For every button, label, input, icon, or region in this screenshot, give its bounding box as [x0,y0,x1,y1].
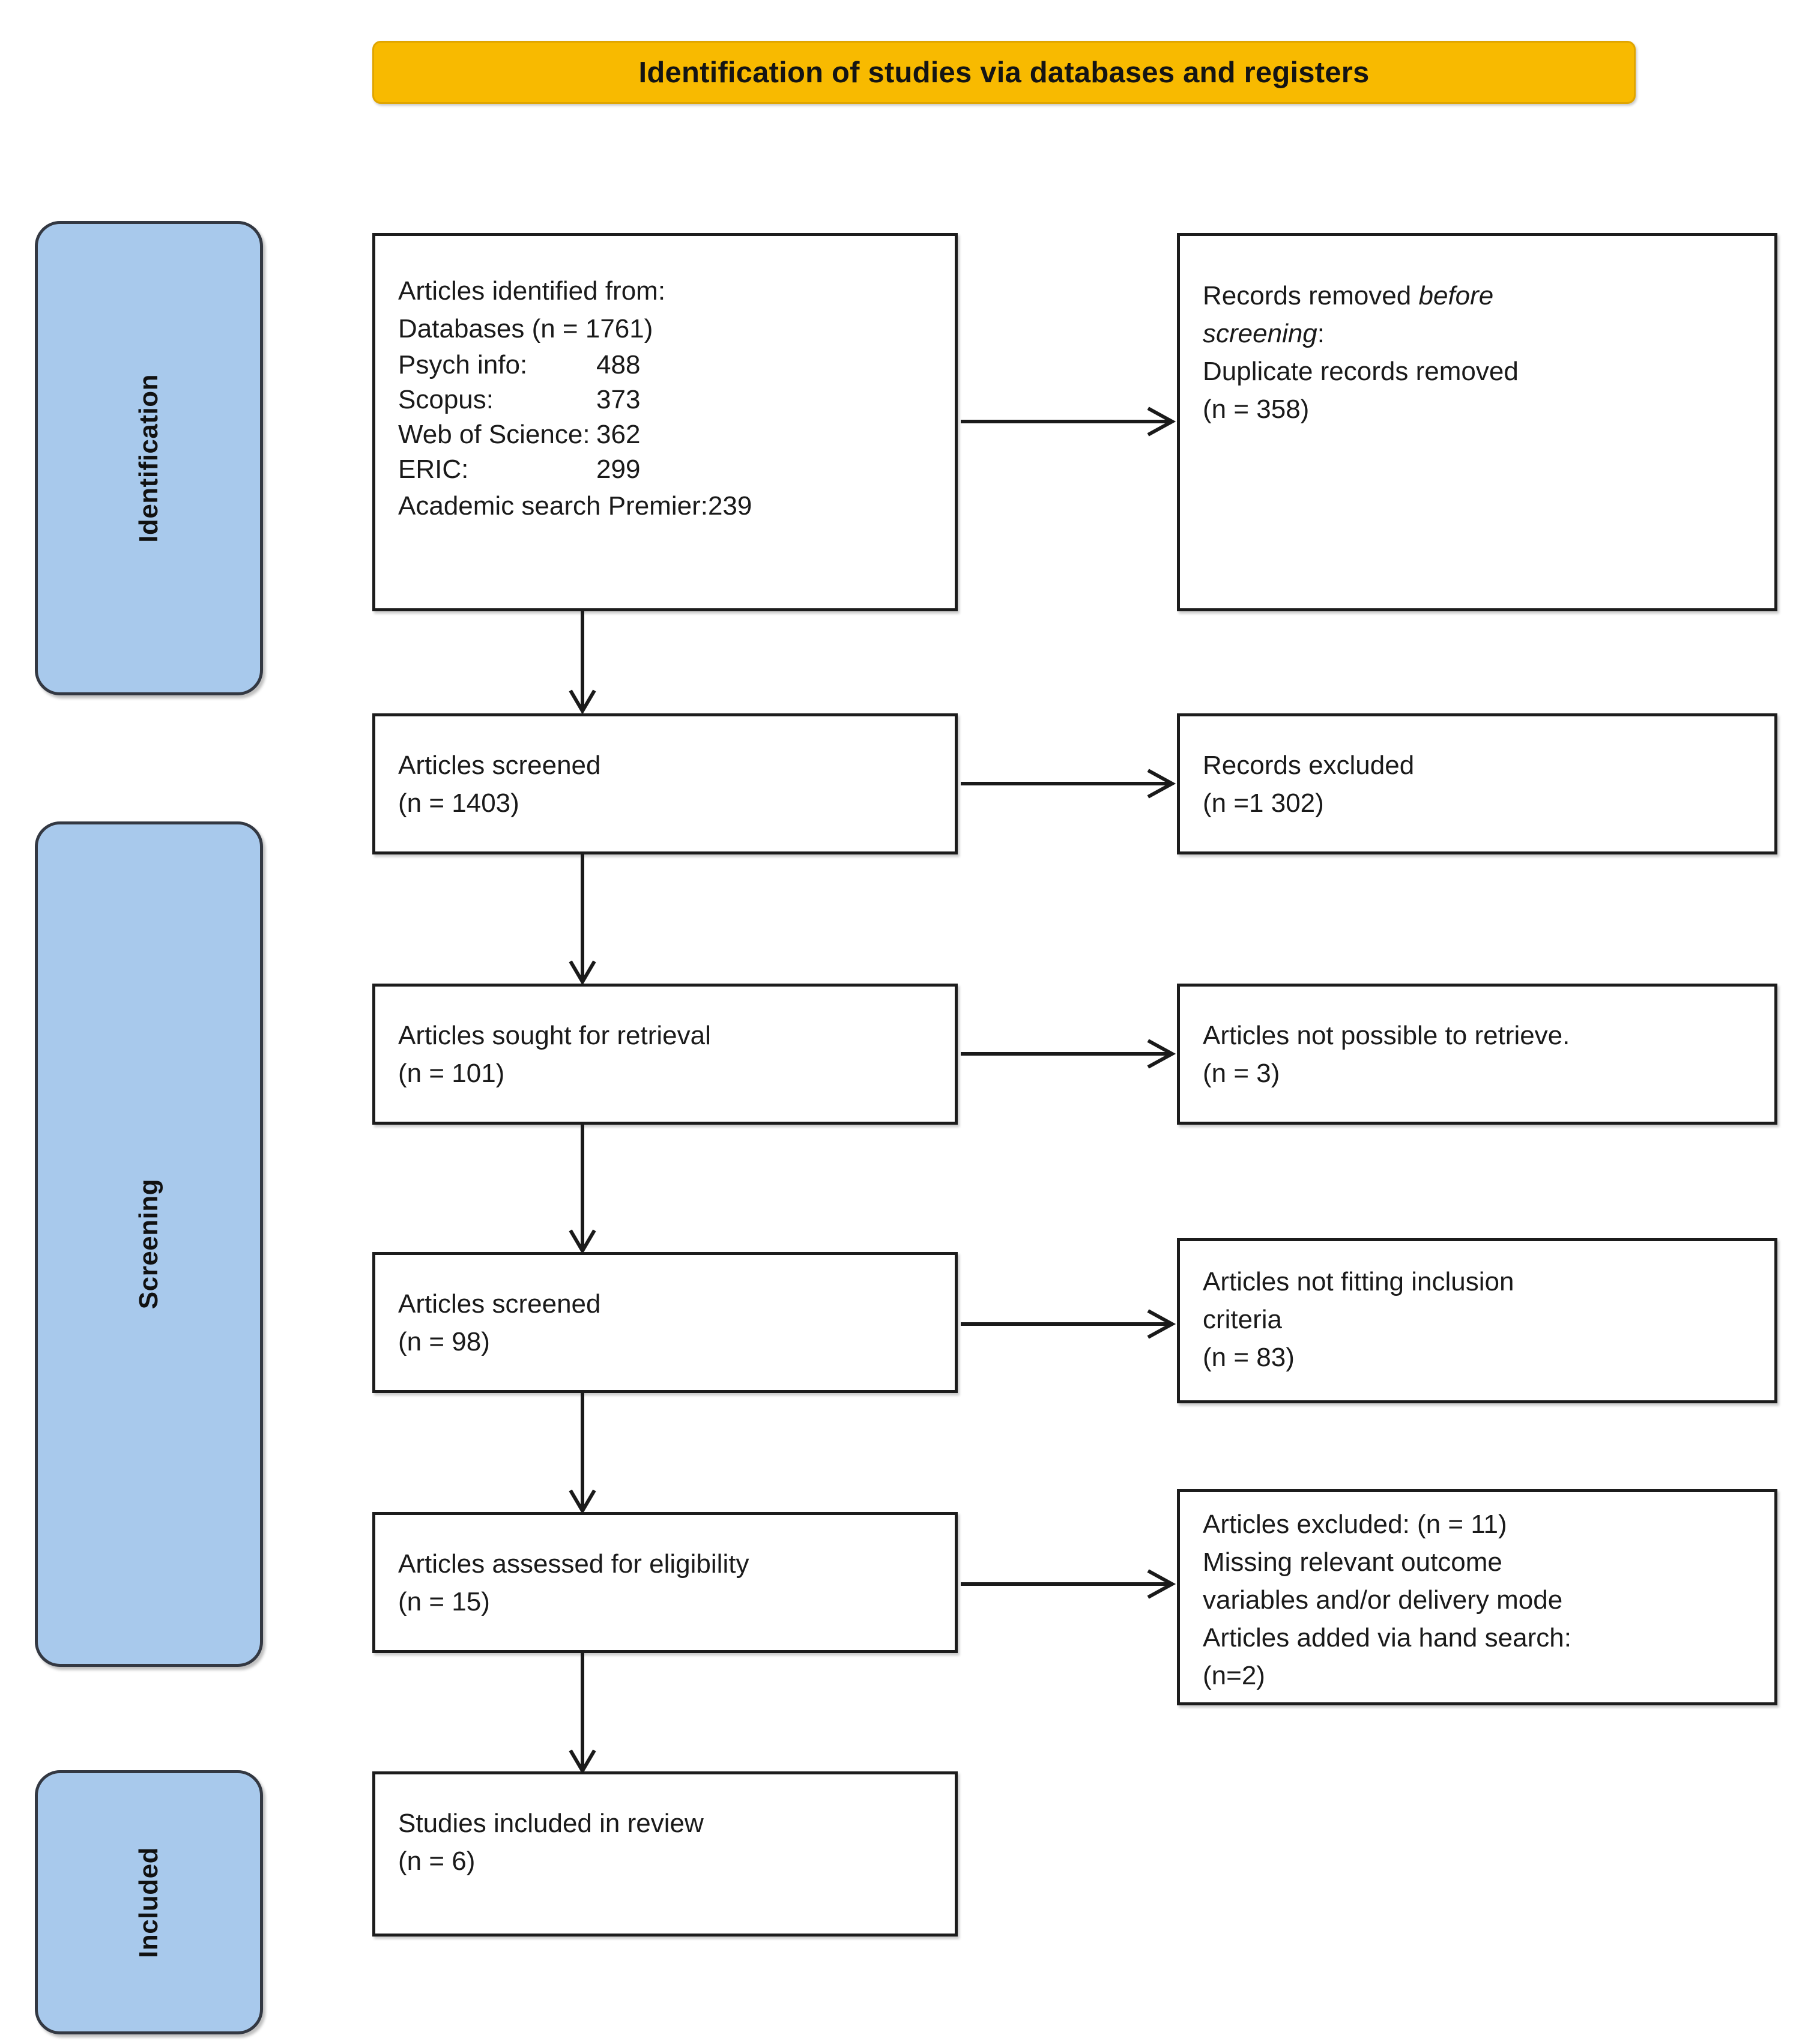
arrow-eligibility-to-excluded-2 [961,1566,1177,1602]
arrow-identified-to-screened-1 [564,611,600,715]
removed-before-em-before: before [1418,281,1494,310]
box-articles-not-fitting-inclusion-criteria: Articles not fitting inclusion criteria … [1177,1238,1777,1403]
not-retrieved-count: (n = 3) [1203,1059,1280,1088]
source-row-psychinfo: Psych info: 488 [398,348,940,382]
arrow-screened-2-to-not-fitting [961,1306,1177,1342]
box-studies-included-in-review: Studies included in review (n = 6) [372,1771,958,1937]
source-count-web-of-science: 362 [596,420,641,449]
removed-before-line-1: Records removed before [1203,277,1760,315]
stage-pill-identification: Identification [35,221,263,695]
arrow-screened-1-to-excluded [961,766,1177,802]
sought-label: Articles sought for retrieval [398,1021,711,1050]
excluded-2-line-4: Articles added via hand search: [1203,1623,1571,1652]
removed-before-line-3: Duplicate records removed [1203,357,1519,386]
identified-line-1: Articles identified from: [398,276,666,306]
box-records-removed-before-screening: Records removed before screening: Duplic… [1177,233,1777,611]
arrow-identified-to-removed-before [961,404,1177,440]
source-name-web-of-science: Web of Science: [398,420,590,449]
source-name-eric: ERIC: [398,455,469,484]
not-fitting-line-1: Articles not fitting inclusion [1203,1267,1514,1296]
arrow-sought-to-not-retrieved [961,1036,1177,1072]
stage-pill-included: Included [35,1770,263,2034]
box-articles-sought-for-retrieval: Articles sought for retrieval (n = 101) [372,984,958,1125]
not-retrieved-label: Articles not possible to retrieve. [1203,1021,1570,1050]
excluded-2-line-3: variables and/or delivery mode [1203,1585,1563,1615]
included-label: Studies included in review [398,1809,704,1838]
removed-before-line-4: (n = 358) [1203,395,1310,424]
box-articles-assessed-for-eligibility: Articles assessed for eligibility (n = 1… [372,1512,958,1653]
screened-2-count: (n = 98) [398,1327,490,1356]
identified-line-2: Databases (n = 1761) [398,314,653,343]
excluded-2-line-1: Articles excluded: (n = 11) [1203,1510,1507,1539]
source-row-scopus: Scopus: 373 [398,382,940,417]
arrow-screened-2-to-eligibility [564,1393,600,1514]
eligibility-count: (n = 15) [398,1587,490,1616]
stage-pill-screening: Screening [35,821,263,1667]
box-articles-screened-2: Articles screened (n = 98) [372,1252,958,1393]
arrow-eligibility-to-included [564,1653,600,1774]
source-row-web-of-science: Web of Science: 362 [398,417,940,452]
source-name-scopus: Scopus: [398,385,494,414]
removed-before-line-2: screening: [1203,315,1760,352]
stage-label-screening: Screening [134,1179,163,1310]
removed-before-em-screening: screening [1203,319,1317,348]
source-count-scopus: 373 [596,385,641,414]
not-fitting-line-2: criteria [1203,1305,1283,1334]
arrow-screened-1-to-sought [564,854,600,985]
source-count-eric: 299 [596,455,641,484]
arrow-sought-to-screened-2 [564,1125,600,1254]
excluded-1-label: Records excluded [1203,751,1415,780]
excluded-2-line-5: (n=2) [1203,1661,1265,1690]
excluded-2-line-2: Missing relevant outcome [1203,1547,1502,1577]
box-records-excluded: Records excluded (n =1 302) [1177,713,1777,854]
screened-1-count: (n = 1403) [398,788,519,818]
excluded-1-count: (n =1 302) [1203,788,1324,818]
box-articles-excluded-hand-search: Articles excluded: (n = 11) Missing rele… [1177,1489,1777,1705]
identified-line-academic-search-premier: Academic search Premier:239 [398,491,752,521]
diagram-title-text: Identification of studies via databases … [638,56,1370,89]
stage-label-identification: Identification [134,373,163,543]
box-articles-not-possible-to-retrieve: Articles not possible to retrieve. (n = … [1177,984,1777,1125]
included-count: (n = 6) [398,1846,476,1876]
eligibility-label: Articles assessed for eligibility [398,1549,749,1579]
source-count-psychinfo: 488 [596,350,641,379]
box-articles-identified: Articles identified from: Databases (n =… [372,233,958,611]
source-row-eric: ERIC: 299 [398,452,940,487]
stage-label-included: Included [134,1846,163,1958]
diagram-title-banner: Identification of studies via databases … [372,41,1636,104]
removed-before-text-pre: Records removed [1203,281,1419,310]
sought-count: (n = 101) [398,1059,505,1088]
source-name-psychinfo: Psych info: [398,350,528,379]
screened-1-label: Articles screened [398,751,601,780]
screened-2-label: Articles screened [398,1289,601,1319]
box-articles-screened-1: Articles screened (n = 1403) [372,713,958,854]
removed-before-colon: : [1317,319,1325,348]
not-fitting-count: (n = 83) [1203,1343,1295,1372]
